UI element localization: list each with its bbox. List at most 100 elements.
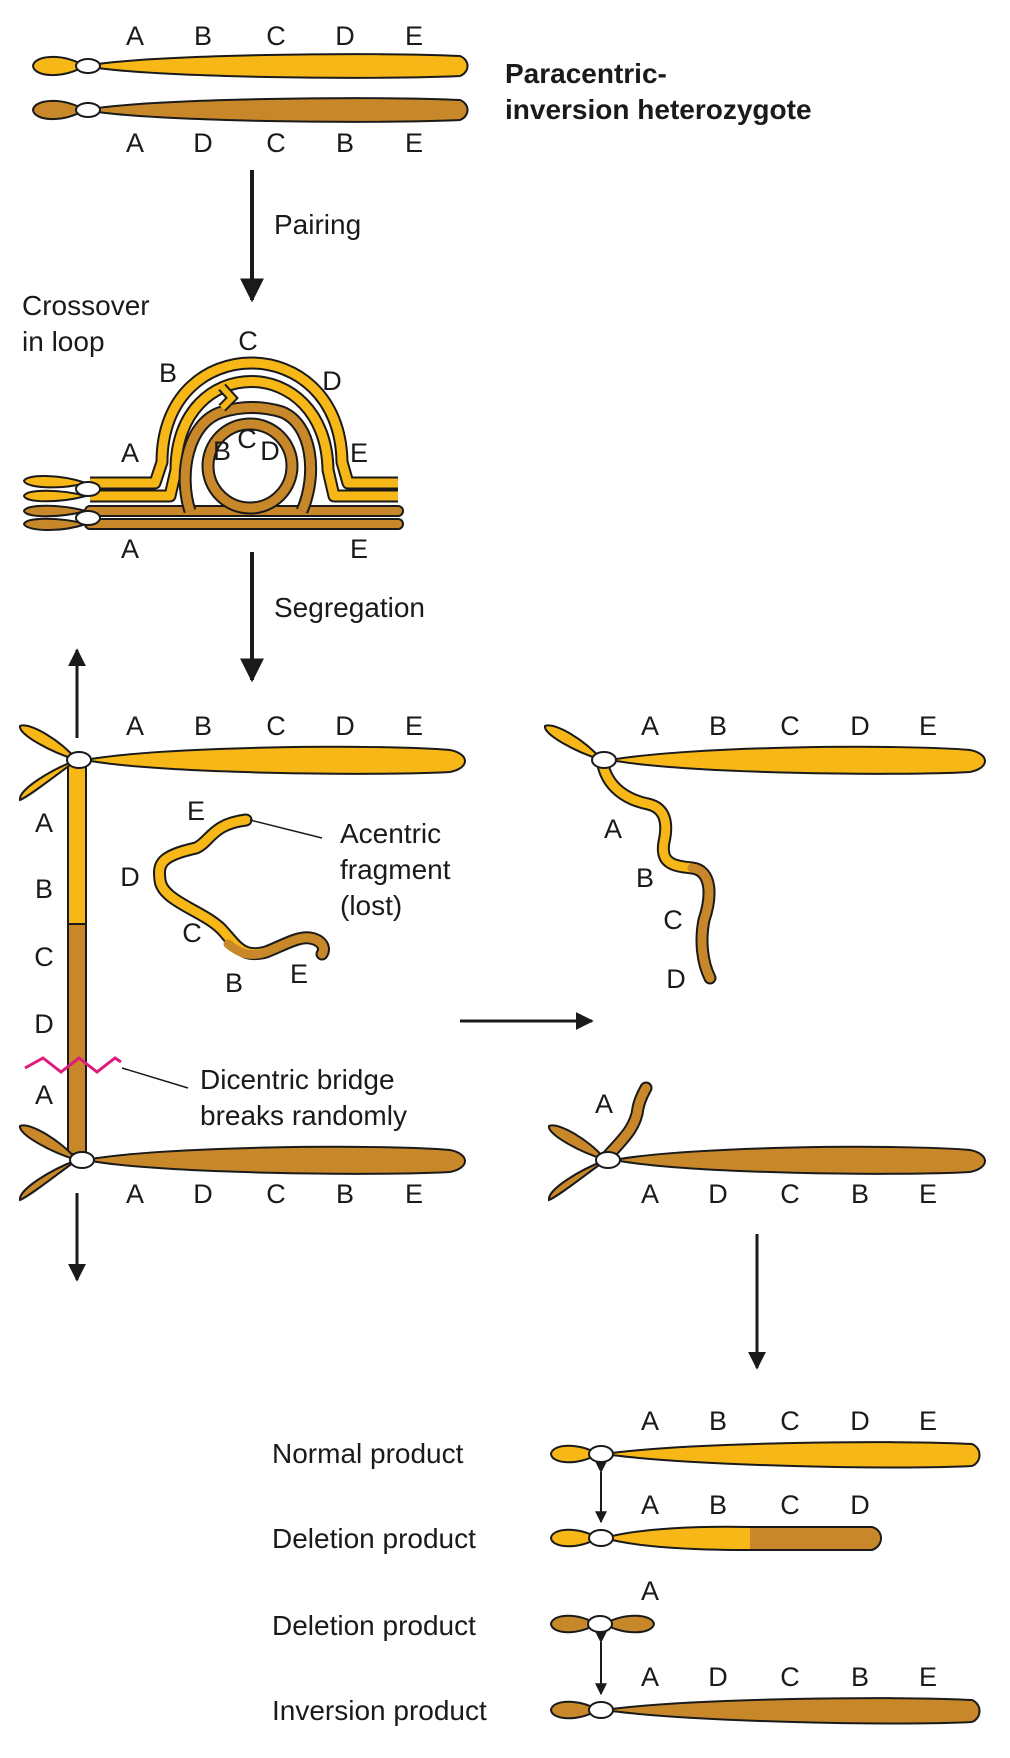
gene-label: D [850, 1406, 870, 1436]
title-line-2: inversion heterozygote [505, 94, 812, 125]
gene-label: A [641, 1576, 659, 1606]
crossover-point [218, 383, 239, 412]
gene-label: B [194, 711, 212, 741]
gene-label: D [34, 1009, 54, 1039]
deletion-product-1 [549, 1525, 882, 1551]
leader-line [249, 819, 323, 839]
products-section: Normal product Deletion product Deletion… [272, 1406, 981, 1726]
gene-label: D [120, 862, 140, 892]
loop-label-line-2: in loop [22, 326, 105, 357]
centromere [588, 1529, 614, 1547]
gene-label: C [34, 942, 54, 972]
loop-section: Crossover in loop [22, 290, 404, 564]
gene-label: A [641, 711, 659, 741]
deletion-product-2 [549, 1614, 656, 1634]
gene-label: E [187, 796, 205, 826]
gene-label: A [121, 438, 139, 468]
gene-label: E [919, 711, 937, 741]
gene-label: B [709, 711, 727, 741]
normal-chromosome [31, 53, 469, 79]
gene-label: E [405, 21, 423, 51]
outer-loop [90, 356, 398, 503]
leader-line [121, 1067, 189, 1089]
after-break-section: A B C D E A B C D A A D C B E [544, 711, 986, 1209]
gene-label: E [919, 1179, 937, 1209]
fragment-label-line-3: (lost) [340, 890, 402, 921]
gene-label: C [266, 128, 286, 158]
gene-label: B [851, 1179, 869, 1209]
gene-label: C [238, 326, 258, 356]
gene-label: D [850, 1490, 870, 1520]
gene-label: A [604, 814, 622, 844]
gene-label: D [708, 1662, 728, 1692]
gene-label: B [35, 874, 53, 904]
centromere [588, 1445, 614, 1463]
gene-label: C [266, 711, 286, 741]
gene-label: B [636, 863, 654, 893]
gene-label: E [919, 1662, 937, 1692]
gene-label: B [709, 1406, 727, 1436]
bridge-label-line-2: breaks randomly [200, 1100, 407, 1131]
gene-label: D [708, 1179, 728, 1209]
segregation-label: Segregation [274, 592, 425, 623]
fragment-label-line-2: fragment [340, 854, 451, 885]
gene-label: A [595, 1089, 613, 1119]
gene-label: E [290, 959, 308, 989]
gene-label: A [641, 1406, 659, 1436]
pairing-step: Pairing [240, 170, 361, 303]
gene-label: B [159, 358, 177, 388]
gene-label: E [350, 534, 368, 564]
gene-label: C [780, 1179, 800, 1209]
gene-label: C [780, 1490, 800, 1520]
gene-label: A [126, 21, 144, 51]
heterozygote-section: A B C D E A D C B E Paracentric- inversi… [31, 21, 812, 158]
gene-label: D [850, 711, 870, 741]
bridge-label-line-1: Dicentric bridge [200, 1064, 395, 1095]
centromere [66, 751, 92, 769]
gene-label: E [405, 711, 423, 741]
gene-label: A [126, 1179, 144, 1209]
inversion-product-label: Inversion product [272, 1695, 487, 1726]
gene-label: E [405, 128, 423, 158]
acentric-fragment [153, 813, 330, 961]
gene-label: C [237, 424, 257, 454]
centromere [75, 481, 101, 497]
segregation-step: Segregation [240, 552, 425, 683]
fragment-label-line-1: Acentric [340, 818, 441, 849]
centromere [69, 1151, 95, 1169]
loop-label-line-1: Crossover [22, 290, 150, 321]
gene-label: B [225, 968, 243, 998]
gene-label: C [780, 1662, 800, 1692]
gene-label: D [322, 366, 342, 396]
top-broken-chromosome [544, 724, 986, 985]
gene-label: C [663, 905, 683, 935]
centromere [75, 102, 101, 118]
gene-label: A [126, 128, 144, 158]
gene-label: B [851, 1662, 869, 1692]
gene-label: C [780, 711, 800, 741]
gene-label: A [641, 1490, 659, 1520]
inverted-chromosome [31, 97, 469, 123]
pairing-label: Pairing [274, 209, 361, 240]
gene-label: C [266, 21, 286, 51]
gene-label: D [335, 21, 355, 51]
gene-label: C [266, 1179, 286, 1209]
normal-product [549, 1441, 981, 1469]
gene-label: B [336, 128, 354, 158]
break-mark [24, 1056, 122, 1074]
inversion-product [549, 1697, 981, 1725]
gene-label: C [780, 1406, 800, 1436]
gene-label: B [336, 1179, 354, 1209]
top-chromosome [19, 724, 466, 802]
gene-label: D [335, 711, 355, 741]
gene-label: A [35, 1080, 53, 1110]
deletion-product-label: Deletion product [272, 1610, 476, 1641]
gene-label: E [405, 1179, 423, 1209]
gene-label: A [126, 711, 144, 741]
centromere [587, 1615, 613, 1633]
gene-label: B [709, 1490, 727, 1520]
centromere [591, 751, 617, 769]
centromere [588, 1701, 614, 1719]
gene-label: D [193, 1179, 213, 1209]
